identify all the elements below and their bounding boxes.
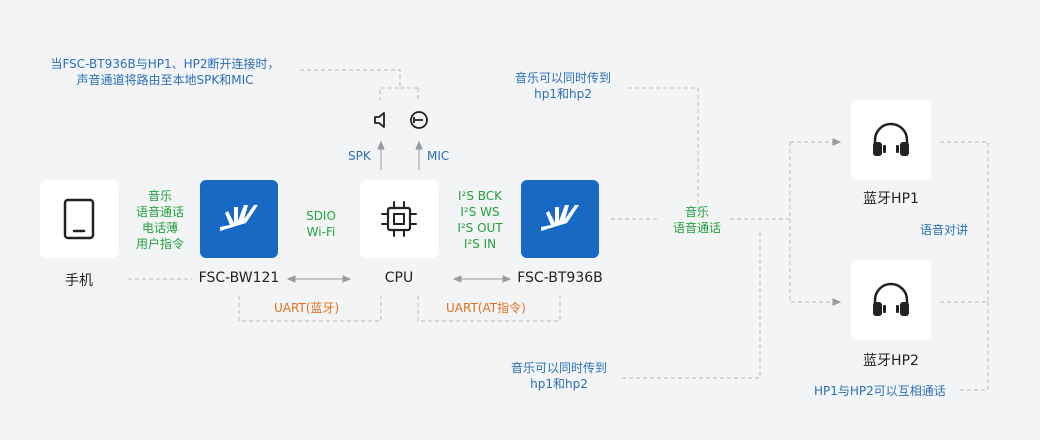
music-call-label: 音乐 语音通话 (672, 205, 721, 235)
simultaneous-note-top: 音乐可以同时传到 hp1和hp2 (514, 71, 611, 101)
bt936b-card (521, 180, 599, 258)
simultaneous-note-bottom: 音乐可以同时传到 hp1和hp2 (510, 361, 607, 391)
mic-label: MIC (427, 149, 450, 163)
spk-label: SPK (348, 149, 371, 163)
bw121-label: FSC-BW121 (198, 270, 280, 286)
phone-label: 手机 (65, 273, 93, 289)
bw121-card (200, 180, 278, 258)
hp1-card (851, 100, 931, 180)
hp1-label: 蓝牙HP1 (863, 191, 919, 207)
phone-card (40, 180, 118, 258)
headphones-icon (873, 122, 909, 156)
feasycom-logo-icon (220, 205, 258, 231)
phone-features: 音乐 语音通话 电话薄 用户指令 (135, 189, 184, 251)
sdio-wifi: SDIO Wi-Fi (306, 209, 336, 239)
uart-bluetooth-label: UART(蓝牙) (274, 301, 340, 315)
intercom-label: 语音对讲 (920, 223, 969, 237)
top-note: 当FSC-BT936B与HP1、HP2断开连接时， 声音通道将路由至本地SPK和… (50, 57, 280, 87)
microphone-icon (409, 110, 429, 134)
cpu-label: CPU (384, 270, 414, 286)
speaker-icon (371, 110, 391, 134)
feasycom-logo-icon (541, 205, 579, 231)
hp2-label: 蓝牙HP2 (863, 353, 919, 369)
bt936b-label: FSC-BT936B (517, 270, 603, 286)
cpu-chip-icon (381, 201, 417, 237)
hp2-card (851, 260, 931, 340)
cpu-card (360, 180, 438, 258)
headphones-icon (873, 282, 909, 316)
uart-at-label: UART(AT指令) (446, 301, 526, 315)
i2s-signals: I²S BCK I²S WS I²S OUT I²S IN (457, 189, 503, 251)
hp-talk-label: HP1与HP2可以互相通话 (814, 384, 946, 398)
phone-icon (63, 198, 95, 240)
